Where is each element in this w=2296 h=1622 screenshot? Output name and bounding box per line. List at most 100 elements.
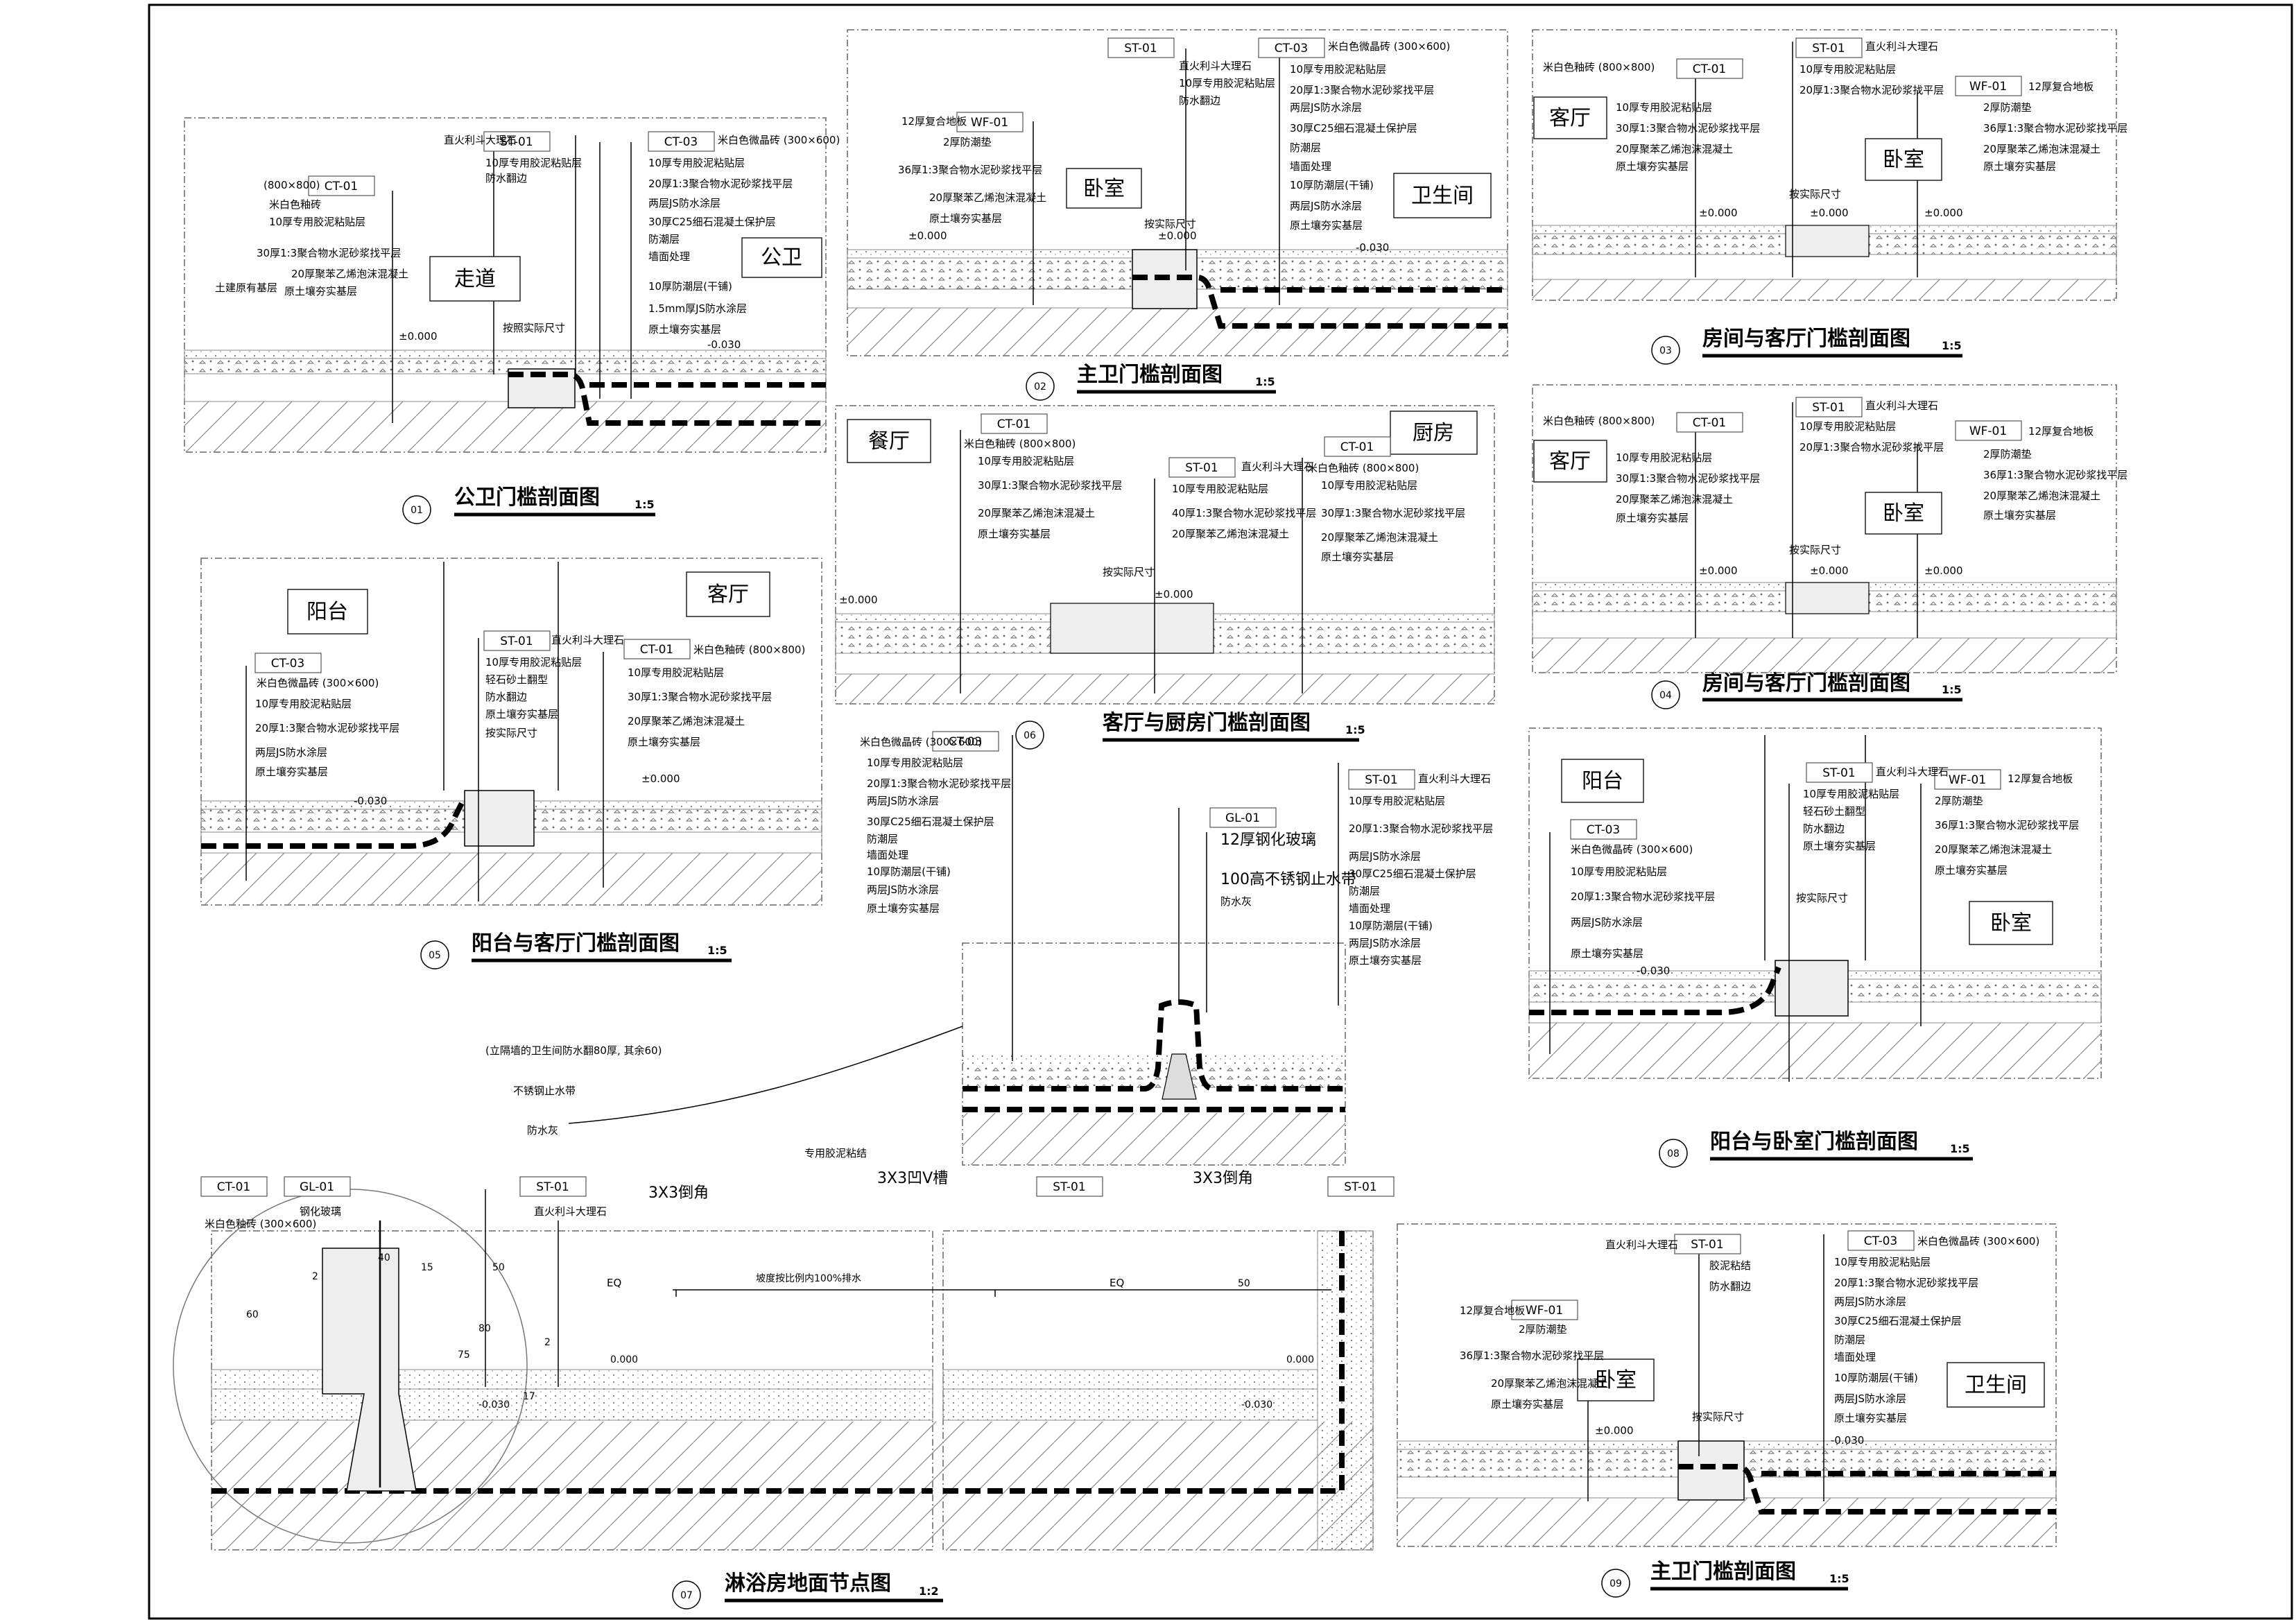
detail-title: 阳台与卧室门槛剖面图 — [1710, 1130, 1918, 1154]
detail-scale: 1:5 — [1345, 723, 1365, 736]
detail-scale: 1:5 — [635, 498, 655, 511]
detail-scale: 1:5 — [1950, 1142, 1970, 1155]
tag-note: 米白色微晶砖 (300×600) — [718, 134, 840, 146]
tag-note: 直火利斗大理石 — [1876, 766, 1949, 778]
room-label-dining: 餐厅 — [847, 419, 931, 463]
note: 30厚C25细石混凝土保护层 — [648, 216, 776, 228]
note: 10厚专用胶泥粘贴层 — [648, 157, 745, 169]
note: 防潮层 — [648, 233, 680, 245]
material-tag: CT-03 — [949, 735, 982, 749]
note: 20厚聚苯乙烯泡沫混凝土 — [291, 268, 408, 280]
detail-scale: 1:5 — [707, 944, 727, 957]
note: 10厚专用胶泥粘贴层 — [1803, 788, 1899, 800]
note: 30厚C25细石混凝土保护层 — [1834, 1315, 1962, 1327]
material-tag: ST-01 — [1812, 401, 1845, 415]
dimension-label: 按照实际尺寸 — [503, 322, 565, 334]
room-label: 卫生间 — [1965, 1373, 2027, 1397]
note: 10厚专用胶泥粘贴层 — [269, 216, 365, 228]
note: 2厚防潮垫 — [1983, 101, 2032, 114]
notes-mid: 10厚专用胶泥粘贴层 防水翻边 — [485, 157, 582, 184]
note: 原土壤夯实基层 — [1616, 160, 1689, 173]
dimension: 3X3倒角 — [648, 1184, 709, 1202]
room-label: 卧室 — [1990, 911, 2032, 935]
dimension-label: 按实际尺寸 — [1789, 188, 1841, 200]
note: 防潮层 — [1290, 141, 1321, 154]
note: 原土壤夯实基层 — [1803, 840, 1876, 852]
notes-left: 10厚专用胶泥粘贴层 20厚1:3聚合物水泥砂浆找平层 两层JS防水涂层 原土壤… — [1571, 865, 1715, 960]
note: 防水翻边 — [1709, 1280, 1751, 1293]
room-label-kitchen: 厨房 — [1390, 411, 1478, 455]
material-tag: WF-01 — [1949, 773, 1986, 787]
note: 2厚防潮垫 — [1519, 1323, 1567, 1336]
material-tag: WF-01 — [1969, 80, 2007, 94]
level-mark: ±0.000 — [1699, 564, 1738, 577]
notes-mid: 10厚专用胶泥粘贴层 轻石砂土翻型 防水翻边 原土壤夯实基层 — [1803, 788, 1899, 852]
note: 原土壤夯实基层 — [929, 212, 1002, 225]
notes-right: 10厚专用胶泥粘贴层 30厚1:3聚合物水泥砂浆找平层 20厚聚苯乙烯泡沫混凝土… — [1321, 479, 1465, 563]
material-tag: CT-01 — [217, 1180, 250, 1194]
level-mark: ±0.000 — [399, 330, 438, 343]
tag-note: 米白色微晶砖 (300×600) — [257, 677, 379, 689]
note: 10厚专用胶泥粘贴层 — [1179, 77, 1275, 89]
note: 原土壤夯实基层 — [867, 902, 940, 915]
level-mark: 0.000 — [1286, 1354, 1314, 1365]
note: 20厚聚苯乙烯泡沫混凝土 — [1935, 843, 2052, 856]
note: 原土壤夯实基层 — [1491, 1398, 1564, 1410]
note: 10厚专用胶泥粘贴层 — [485, 157, 582, 169]
tag-note: 米白色釉砖 (800×800) — [1543, 415, 1655, 427]
note: 30厚1:3聚合物水泥砂浆找平层 — [1616, 122, 1760, 135]
room-label: 卧室 — [1883, 501, 1924, 526]
dimension: EQ — [1110, 1277, 1124, 1289]
dimension: 75 — [458, 1349, 470, 1361]
note: 原土壤夯实基层 — [1321, 551, 1394, 563]
dimension-label: 按实际尺寸 — [1692, 1410, 1744, 1423]
tag-note: 米白色微晶砖 (300×600) — [1571, 843, 1693, 856]
detail-number: 08 — [1667, 1148, 1680, 1159]
material-tag: ST-01 — [1344, 1180, 1376, 1194]
notes-top: (立隔墙的卫生间防水翻80厚, 其余60) 不锈钢止水带 防水灰 专用胶泥粘结 — [485, 1044, 867, 1159]
material-tag: ST-01 — [1691, 1238, 1723, 1252]
note: 10厚专用胶泥粘贴层 — [1834, 1256, 1931, 1268]
dimension-label: 按实际尺寸 — [1789, 544, 1841, 556]
room-label: 餐厅 — [868, 429, 910, 454]
note: 防水翻边 — [485, 172, 527, 184]
tag-note: 直火利斗大理石 — [534, 1205, 607, 1218]
room-label-living: 客厅 — [686, 571, 770, 617]
room-label-bathroom: 卫生间 — [1393, 173, 1492, 218]
note: 10厚专用胶泥粘贴层 — [1616, 451, 1712, 464]
level-mark: ±0.000 — [1810, 564, 1849, 577]
detail-03: 客厅 卧室 CT-01 ST-01 WF-01 米白色釉砖 (800×800) … — [1532, 29, 2127, 365]
note: 原土壤夯实基层 — [284, 285, 357, 297]
note: 20厚聚苯乙烯泡沫混凝土 — [978, 507, 1095, 519]
tag-note: 米白色微晶砖 (300×600) — [860, 736, 982, 748]
note: 原土壤夯实基层 — [255, 766, 328, 778]
note: 10厚专用胶泥粘贴层 — [485, 656, 582, 668]
note: 原土壤夯实基层 — [1349, 954, 1422, 967]
tag-note: 米白色微晶砖 (300×600) — [1917, 1235, 2039, 1248]
tag-note: 米白色釉砖 (800×800) — [1543, 61, 1655, 74]
note: 两层JS防水涂层 — [1290, 101, 1362, 114]
detail-scale: 1:5 — [1942, 339, 1962, 352]
note: 20厚1:3聚合物水泥砂浆找平层 — [867, 777, 1011, 790]
notes-left: 2厚防潮垫 36厚1:3聚合物水泥砂浆找平层 20厚聚苯乙烯泡沫混凝土 原土壤夯… — [898, 136, 1046, 225]
material-tag: CT-01 — [640, 643, 673, 657]
material-tag: WF-01 — [1969, 424, 2007, 438]
material-tag: ST-01 — [500, 635, 533, 648]
room-label: 公卫 — [761, 245, 802, 270]
material-tag: ST-01 — [500, 135, 533, 149]
material-tag: CT-01 — [325, 180, 358, 193]
dimensions: 3X3倒角 3X3倒角 3X3凹V槽 EQ EQ 50 50 60 80 75 … — [246, 1170, 1253, 1402]
note: 专用胶泥粘结 — [804, 1147, 867, 1159]
room-label: 厨房 — [1413, 421, 1454, 445]
tag-note: 12厚复合地板 — [1460, 1304, 1525, 1317]
note: 30厚C25细石混凝土保护层 — [1349, 868, 1476, 880]
detail-scale: 1:5 — [1829, 1572, 1849, 1585]
note: 原土壤夯实基层 — [648, 323, 721, 336]
note: 20厚1:3聚合物水泥砂浆找平层 — [1290, 84, 1434, 96]
note: 土建原有基层 — [215, 282, 277, 294]
note: 10厚专用胶泥粘贴层 — [255, 698, 352, 710]
dimension: 3X3凹V槽 — [877, 1170, 948, 1187]
note: 20厚聚苯乙烯泡沫混凝土 — [1491, 1377, 1608, 1390]
notes-left: 10厚专用胶泥粘贴层 30厚1:3聚合物水泥砂浆找平层 20厚聚苯乙烯泡沫混凝土… — [978, 455, 1122, 540]
note: 10厚防潮层(干铺) — [1349, 920, 1433, 932]
